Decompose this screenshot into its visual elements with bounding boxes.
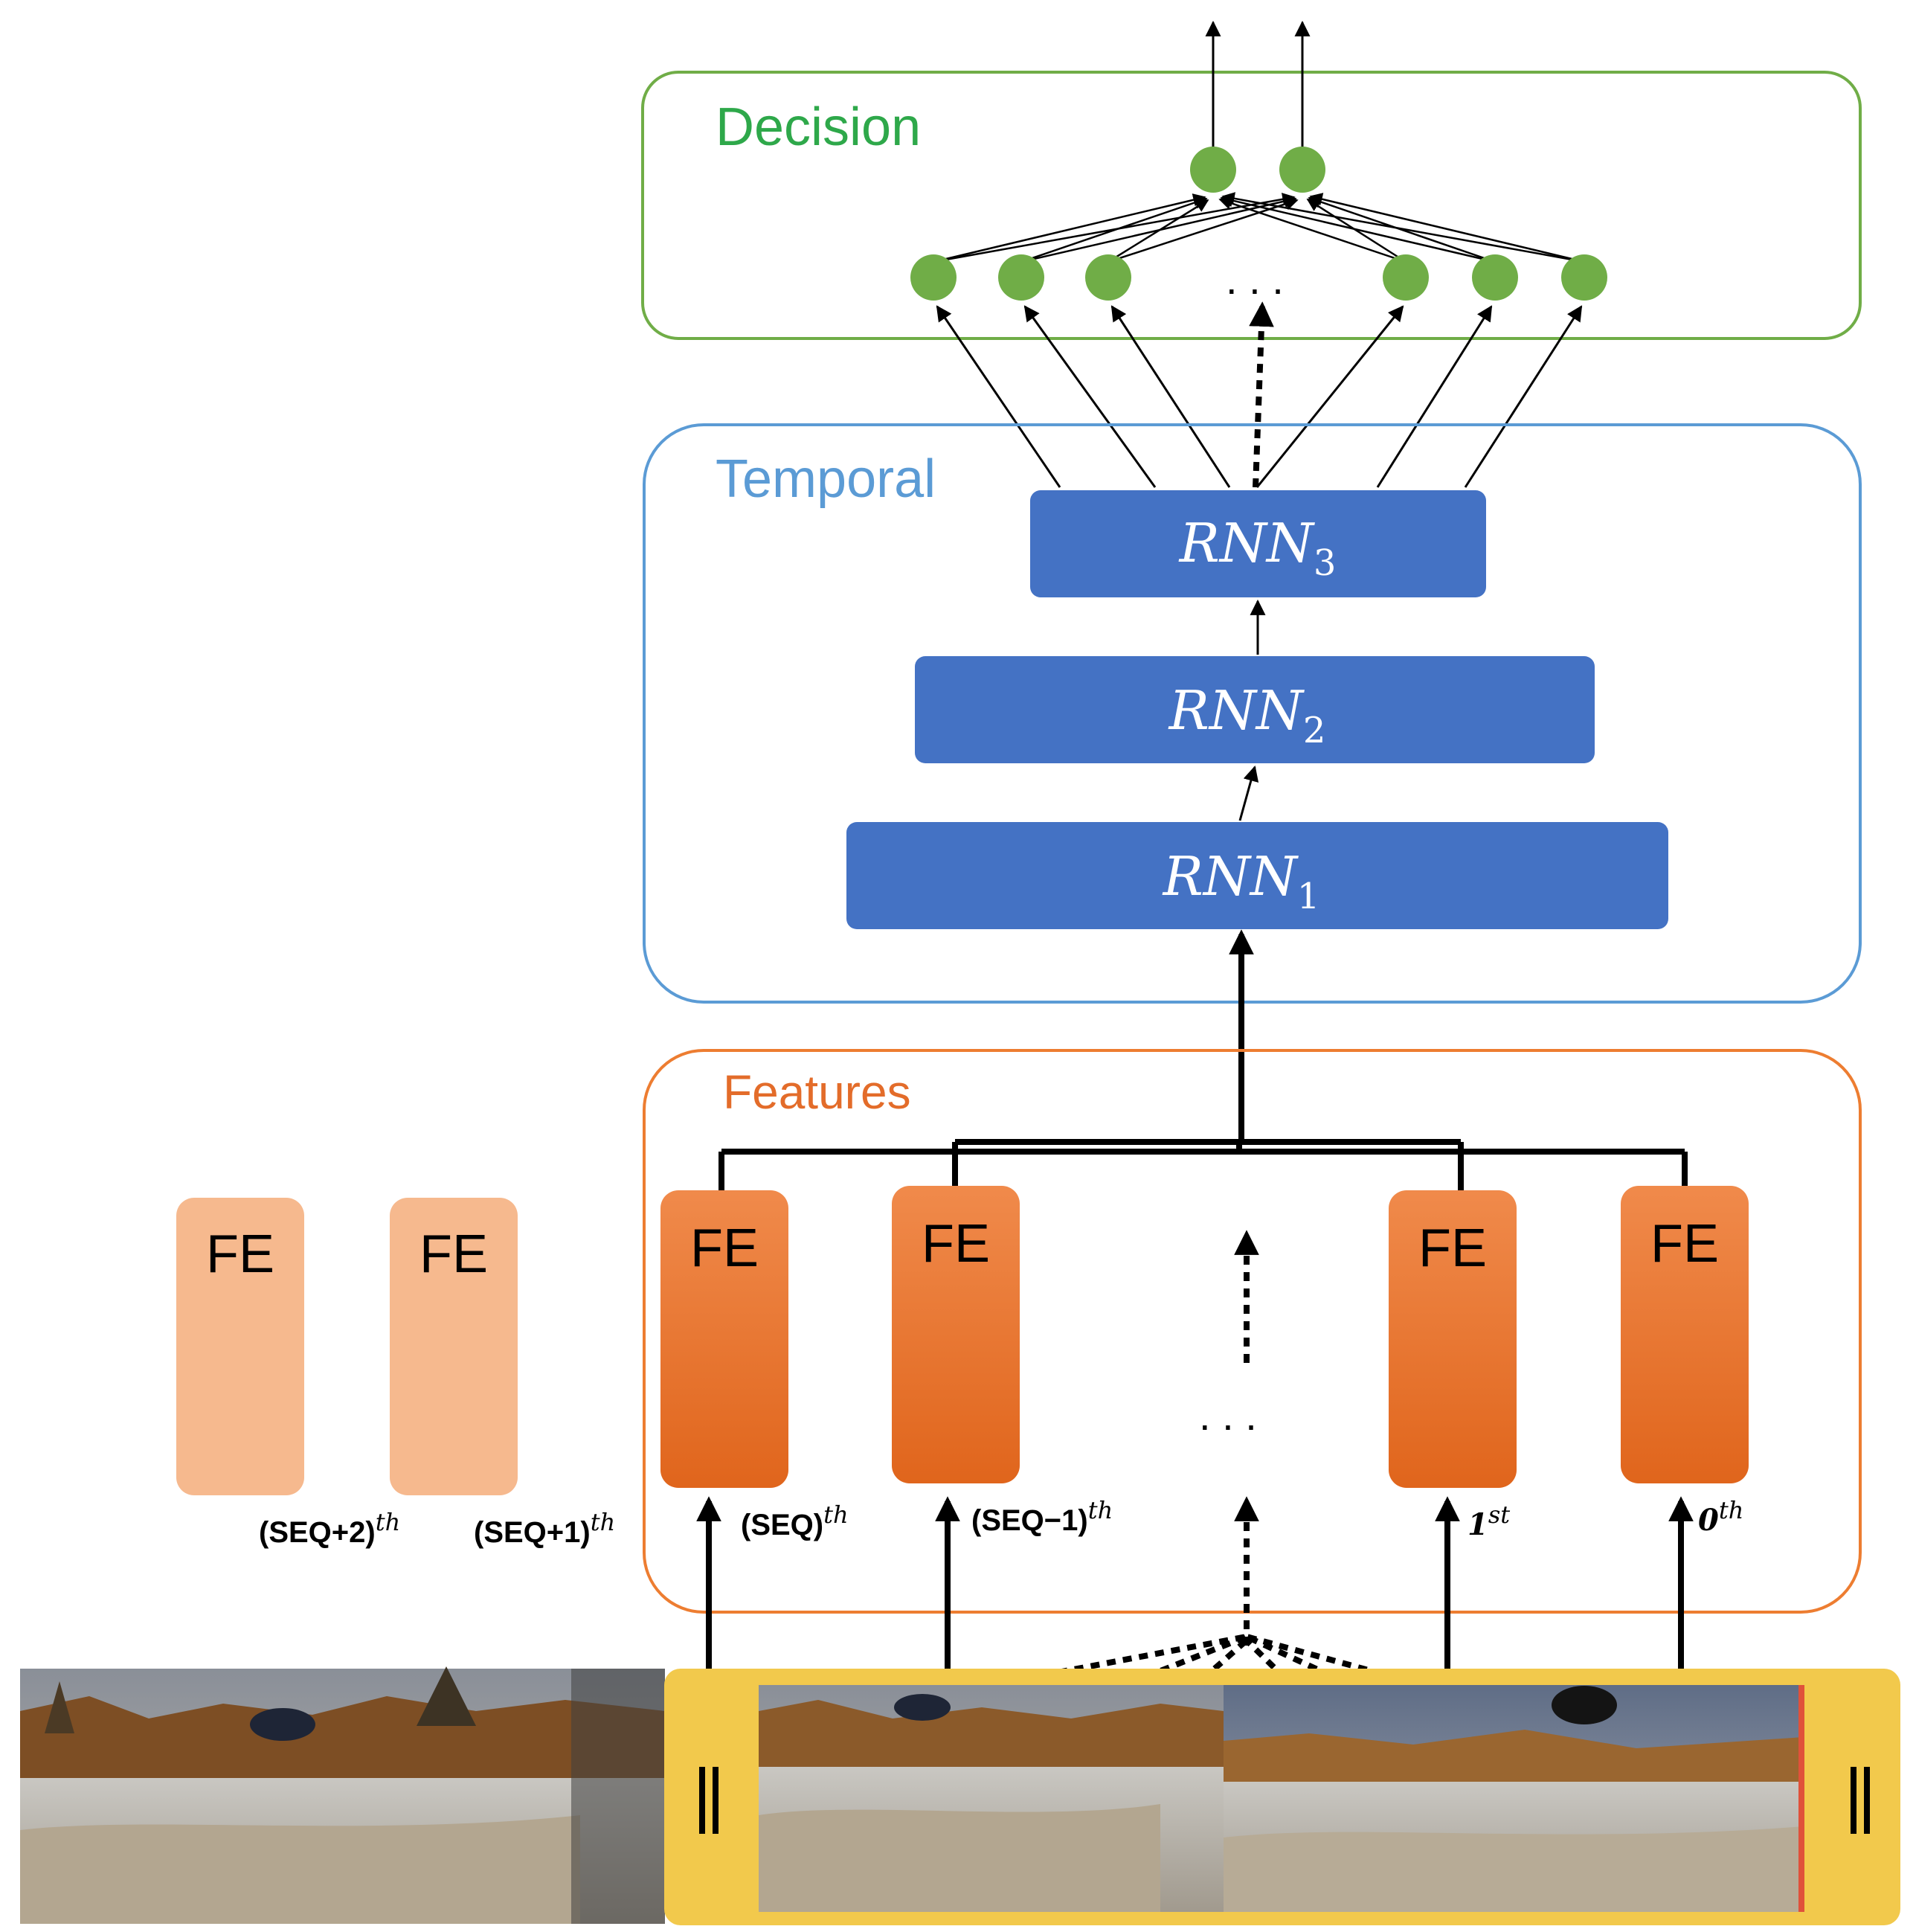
fe-label: FE [419, 1225, 488, 1284]
hidden-node-2 [998, 254, 1044, 301]
temporal-box [643, 423, 1862, 1004]
rnn3-block [1030, 490, 1486, 597]
hidden-node-5 [1472, 254, 1518, 301]
fe-label: FE [690, 1219, 759, 1278]
decision-box [641, 71, 1862, 340]
frame-label-seq-plus-1: (SEQ+1)th [474, 1508, 615, 1549]
rnn2-block [915, 656, 1595, 763]
rnn2-label: RNN2 [1168, 679, 1326, 751]
features-label: Features [723, 1065, 911, 1119]
decision-section: Decision . . . [641, 20, 1862, 340]
rnn1-block [846, 822, 1668, 929]
pause-icon[interactable] [699, 1767, 718, 1834]
dense-connections [933, 192, 1585, 263]
hidden-node-3 [1085, 254, 1131, 301]
rnn1-to-rnn2-arrow [1238, 765, 1259, 821]
decision-label: Decision [716, 97, 921, 157]
frame-label-seq-minus-1: (SEQ−1)th [971, 1496, 1113, 1537]
middle-fe-ellipsis: . . . [1199, 1392, 1257, 1439]
fe-block-0th [1621, 1186, 1749, 1483]
rnn3-label: RNN3 [1178, 512, 1337, 584]
frame-to-fe-arrows [696, 1496, 1694, 1675]
rnn-to-decision-arrows [936, 301, 1583, 488]
rnn1-label: RNN1 [1162, 845, 1320, 917]
fe-block-seq-minus-1 [892, 1186, 1020, 1483]
features-bus [718, 1139, 1688, 1190]
temporal-label: Temporal [716, 449, 936, 509]
output-node-1 [1190, 147, 1236, 193]
frame-label-seq: (SEQ)th [741, 1501, 849, 1541]
fe-label: FE [1418, 1219, 1487, 1278]
video-frame-current [759, 1685, 1804, 1912]
video-frame-previous [20, 1666, 665, 1924]
video-strip [20, 1666, 1900, 1925]
fe-block-seq [660, 1190, 788, 1488]
fe-label: FE [1650, 1214, 1719, 1274]
hidden-node-4 [1383, 254, 1429, 301]
features-box [643, 1049, 1862, 1614]
output-node-2 [1279, 147, 1325, 193]
hidden-nodes-ellipsis: . . . [1226, 256, 1284, 303]
frame-label-0th: 0th [1698, 1496, 1743, 1538]
frame-label-1st: 1st [1467, 1501, 1510, 1542]
hidden-node-1 [910, 254, 957, 301]
temporal-section: Temporal RNN3 RNN2 RNN1 [643, 423, 1862, 1004]
fe-label: FE [922, 1214, 990, 1274]
fe-label: FE [206, 1225, 274, 1284]
fe-block-seq-plus-2 [176, 1198, 304, 1495]
hidden-node-6 [1561, 254, 1607, 301]
fe-block-seq-plus-1 [390, 1198, 518, 1495]
frame-label-seq-plus-2: (SEQ+2)th [259, 1508, 400, 1549]
fe-block-1st [1389, 1190, 1517, 1488]
pause-icon[interactable] [1851, 1767, 1870, 1834]
features-section: Features FE FE FE FE FE FE . . . (SEQ+2)… [176, 1049, 1862, 1614]
